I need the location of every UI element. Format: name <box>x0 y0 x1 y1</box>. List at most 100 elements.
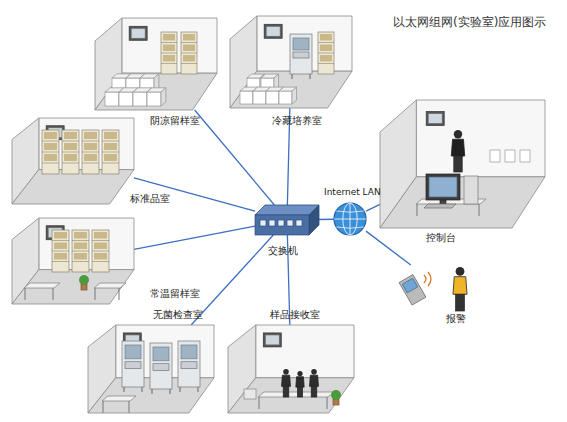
wall-device <box>490 150 500 162</box>
cabinet-shelf <box>72 261 89 262</box>
instrument-leg <box>292 74 293 79</box>
cabinet-shelf <box>82 152 99 153</box>
cabinet-shelf <box>62 152 79 153</box>
person-body <box>310 375 319 386</box>
person-body <box>453 277 467 295</box>
side-wall <box>95 18 122 110</box>
cabinet-shelf <box>92 261 109 262</box>
cabinet-shelf <box>161 42 177 43</box>
monitor-screen <box>429 177 457 197</box>
storage-box-side <box>161 88 166 106</box>
person-head <box>454 130 462 138</box>
computer-monitor <box>426 174 460 200</box>
room-node-alarm: 报警 <box>398 265 483 310</box>
lab-instrument <box>178 341 200 387</box>
terminal-screen <box>266 26 280 36</box>
cabinet-shelf <box>102 141 119 142</box>
node-outline <box>95 18 217 110</box>
office-box <box>244 389 256 399</box>
globe-meridian <box>350 203 351 235</box>
cabinet-items <box>54 243 67 250</box>
node-outline <box>12 118 134 204</box>
globe-latitude <box>336 227 364 228</box>
cabinet-shelf <box>181 63 197 64</box>
person-legs <box>456 294 465 311</box>
plant-leaves <box>331 390 341 400</box>
node-label: Internet LAN <box>324 186 381 198</box>
cabinet <box>82 130 99 174</box>
person-legs <box>311 386 317 397</box>
instrument-panel <box>293 52 309 58</box>
person-body <box>451 139 464 156</box>
instrument-leg <box>152 389 153 394</box>
instrument-panel <box>125 362 141 369</box>
cabinet-shelf <box>82 163 99 164</box>
cabinet-items <box>104 132 117 139</box>
instrument-window <box>181 345 197 359</box>
room-node-globe: Internet LAN <box>334 203 366 235</box>
cabinet-items <box>163 45 175 52</box>
room-node-cold: 冷藏培养室 <box>230 16 352 108</box>
node-label: 冷藏培养室 <box>272 115 322 127</box>
node-label: 标准品室 <box>130 193 170 205</box>
cabinet <box>181 32 197 74</box>
cabinet-shelf <box>161 53 177 54</box>
switch-port <box>287 220 293 226</box>
node-outline <box>255 205 319 235</box>
cabinet-shelf <box>102 152 119 153</box>
instrument-panel <box>153 364 169 371</box>
cabinet-items <box>44 143 57 150</box>
desk-top <box>24 283 60 288</box>
cabinet-items <box>84 132 97 139</box>
lab-instrument <box>122 341 144 387</box>
storage-box <box>119 92 133 106</box>
person-head <box>456 267 465 276</box>
storage-box <box>240 91 253 104</box>
node-outline <box>12 218 134 304</box>
cabinet-items <box>44 132 57 139</box>
node-outline <box>230 16 352 108</box>
room-node-sterile: 无菌检查室 <box>88 325 214 413</box>
cabinet-items <box>163 55 175 62</box>
node-outline <box>398 265 483 310</box>
cabinet <box>62 130 79 174</box>
storage-box <box>266 91 279 104</box>
cabinet-shelf <box>92 251 109 252</box>
cabinet-items <box>183 34 195 41</box>
desk-leg <box>53 288 54 300</box>
cabinet-items <box>84 154 97 161</box>
storage-box-side <box>292 87 297 104</box>
room-node-shaded: 阴凉留样室 <box>95 18 217 110</box>
room-floor <box>12 170 134 204</box>
globe-body <box>334 203 366 235</box>
switch-port <box>296 220 302 226</box>
wall-terminal <box>426 112 444 126</box>
network-cable <box>195 110 275 205</box>
network-cable <box>319 219 334 221</box>
node-label: 常温留样室 <box>150 288 200 300</box>
signal-wave <box>424 275 426 283</box>
cabinet-items <box>54 253 67 260</box>
person-head <box>297 371 302 376</box>
switch-port <box>269 220 275 226</box>
cabinet-items <box>320 34 332 41</box>
back-wall <box>122 18 217 73</box>
node-outline <box>88 325 214 413</box>
network-cable <box>134 226 255 249</box>
cabinet <box>72 230 89 272</box>
cabinet-items <box>320 55 332 62</box>
node-outline <box>380 100 545 228</box>
cabinet-items <box>64 154 77 161</box>
terminal-screen <box>265 335 279 345</box>
cabinet-shelf <box>42 141 59 142</box>
cabinet-shelf <box>318 42 334 43</box>
cabinet <box>161 32 177 74</box>
room-floor <box>380 177 545 228</box>
cabinet-shelf <box>42 152 59 153</box>
instrument-leg <box>124 387 125 392</box>
keyboard <box>424 204 456 208</box>
node-outline <box>228 325 354 413</box>
storage-box <box>279 91 292 104</box>
cabinet <box>92 230 109 272</box>
instrument-leg <box>170 389 171 394</box>
